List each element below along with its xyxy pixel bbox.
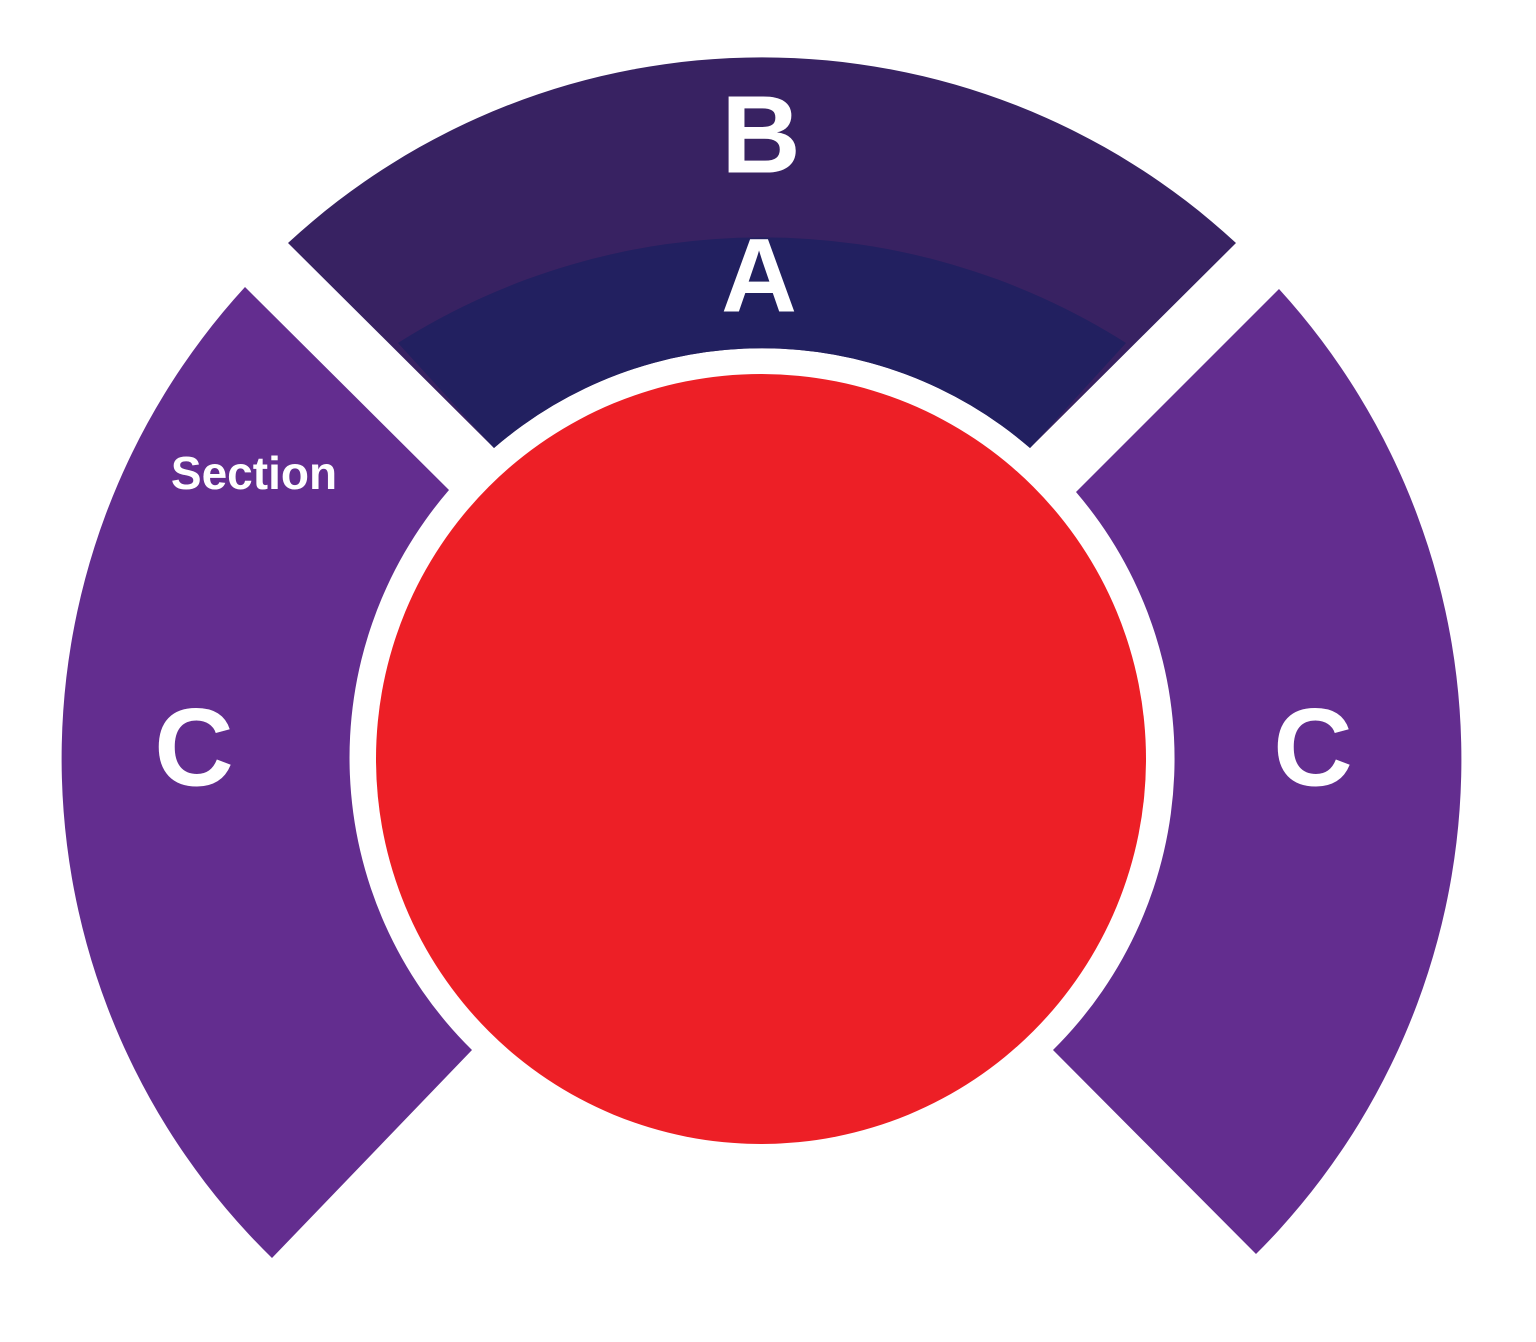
section-a-label: A — [721, 218, 797, 335]
section-c-left-label: C — [154, 687, 233, 810]
section-c-right[interactable] — [1053, 289, 1462, 1254]
section-b-label: B — [721, 74, 800, 197]
center-stage[interactable] — [376, 374, 1146, 1144]
section-caption: Section — [171, 447, 337, 499]
section-c-left[interactable] — [61, 287, 472, 1258]
section-a[interactable] — [398, 237, 1126, 448]
section-c-right-label: C — [1273, 687, 1352, 810]
